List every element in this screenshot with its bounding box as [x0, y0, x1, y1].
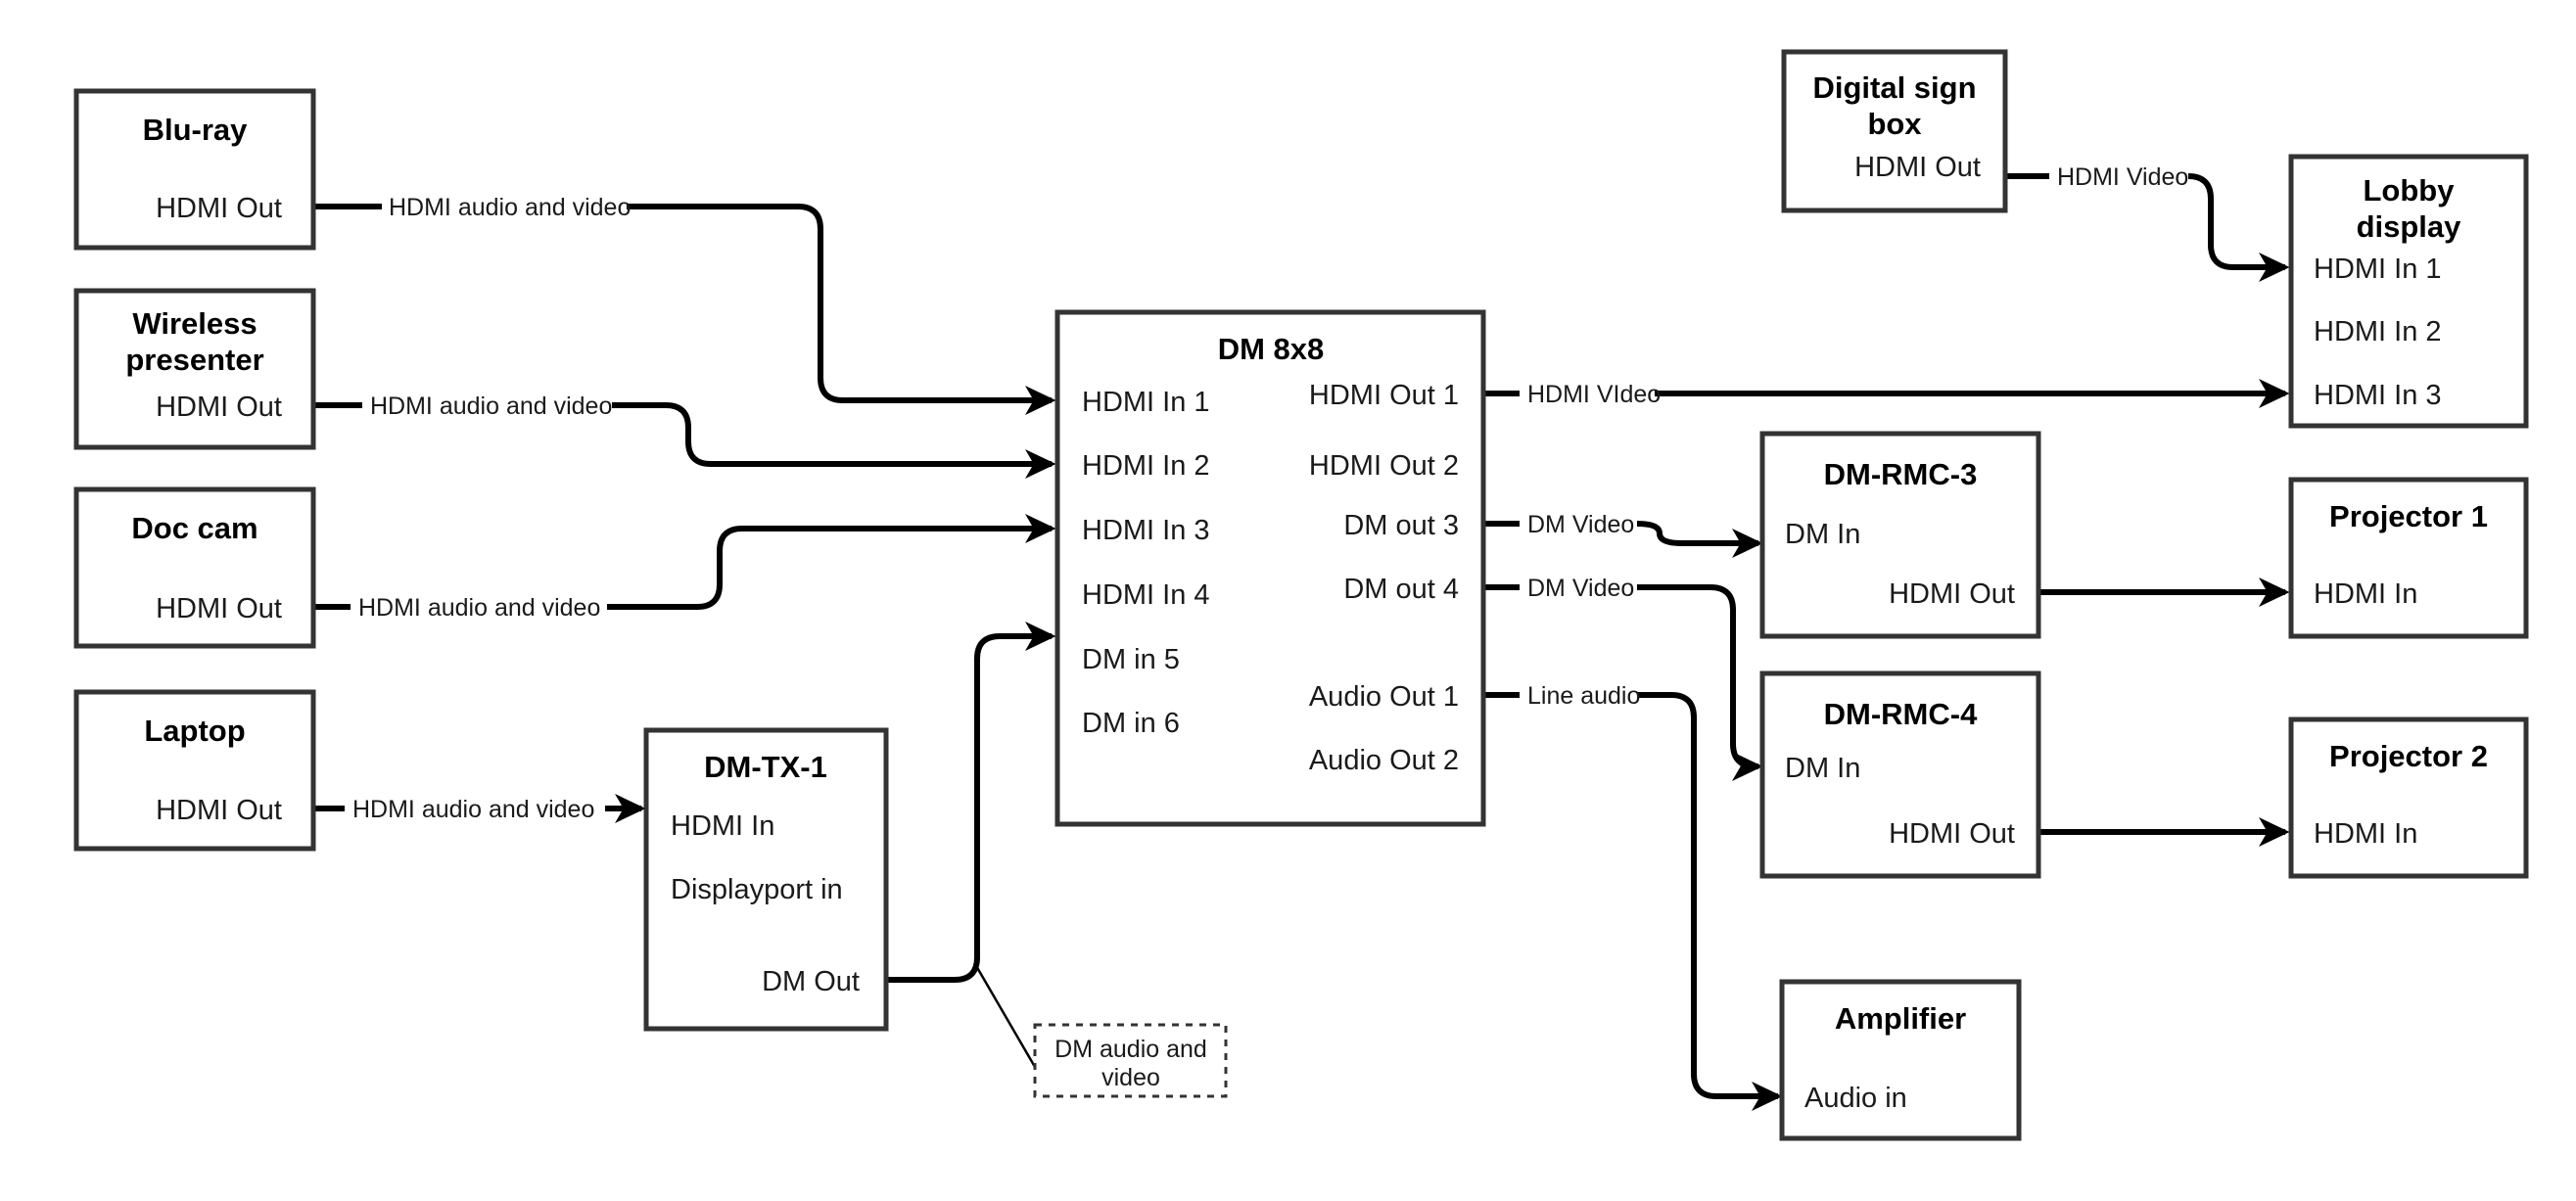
node-dm-rmc-3-title: DM-RMC-3: [1824, 457, 1978, 491]
node-dm-rmc-4-title: DM-RMC-4: [1824, 697, 1978, 731]
node-projector-1[interactable]: Projector 1 HDMI In: [2288, 477, 2529, 639]
port-digital-sign-box-hdmi-out: HDMI Out: [1854, 152, 1981, 183]
node-lobby-display-title-line2: display: [2357, 209, 2462, 244]
port-doc-cam-hdmi-out: HDMI Out: [156, 593, 282, 624]
port-dm-8x8-hdmi-out-2: HDMI Out 2: [1309, 450, 1459, 482]
node-lobby-display-box[interactable]: [2288, 154, 2529, 429]
link-bluray-to-dm8x8: [313, 204, 1052, 400]
link-sign-to-lobby: [2005, 173, 2285, 267]
node-projector-1-box[interactable]: [2288, 477, 2529, 639]
port-dm-8x8-hdmi-in-4: HDMI In 4: [1082, 579, 1210, 611]
edge-label-wireless-to-dm8x8: HDMI audio and video: [370, 393, 612, 420]
leader-dm-audio-video-callout: [973, 963, 1037, 1068]
port-dm-8x8-hdmi-out-1: HDMI Out 1: [1309, 380, 1459, 411]
edge-label-sign-to-lobby: HDMI Video: [2057, 163, 2188, 191]
node-blu-ray-title: Blu-ray: [143, 113, 249, 147]
link-dm8x8-to-amplifier: [1483, 692, 1778, 1096]
node-projector-1-title: Projector 1: [2329, 499, 2488, 533]
node-dm-tx-1-box[interactable]: [643, 727, 889, 1032]
edge-label-dm8x8-to-rmc4: DM Video: [1527, 575, 1634, 602]
edge-label-doccam-to-dm8x8: HDMI audio and video: [358, 594, 600, 622]
port-lobby-display-hdmi-in-3: HDMI In 3: [2314, 380, 2442, 411]
node-dm-tx-1-title: DM-TX-1: [704, 750, 827, 784]
node-dm-8x8-box[interactable]: [1054, 309, 1486, 827]
node-doc-cam-title: Doc cam: [131, 511, 258, 545]
node-blu-ray[interactable]: Blu-ray HDMI Out: [73, 88, 316, 251]
edge-label-laptop-to-dmtx1: HDMI audio and video: [352, 796, 594, 823]
node-dm-8x8[interactable]: DM 8x8 HDMI In 1 HDMI In 2 HDMI In 3 HDM…: [1054, 309, 1486, 827]
port-lobby-display-hdmi-in-1: HDMI In 1: [2314, 254, 2442, 285]
port-wireless-presenter-hdmi-out: HDMI Out: [156, 392, 282, 423]
port-dm-8x8-hdmi-in-3: HDMI In 3: [1082, 515, 1210, 546]
link-doccam-to-dm8x8: [313, 529, 1052, 610]
node-dm-rmc-4-box[interactable]: [1759, 670, 2041, 879]
port-dm-8x8-dm-out-4: DM out 4: [1343, 574, 1459, 605]
node-blu-ray-box[interactable]: [73, 88, 316, 251]
link-dm8x8-to-rmc3: [1483, 524, 1758, 543]
port-amplifier-audio-in: Audio in: [1804, 1083, 1907, 1114]
port-dm-8x8-hdmi-in-2: HDMI In 2: [1082, 450, 1210, 482]
port-dm-rmc-4-dm-in: DM In: [1785, 753, 1860, 784]
node-doc-cam[interactable]: Doc cam HDMI Out: [73, 486, 316, 649]
callout-dm-audio-and-video: DM audio and video: [1033, 1023, 1228, 1098]
port-dm-8x8-hdmi-in-1: HDMI In 1: [1082, 387, 1210, 418]
node-wireless-presenter[interactable]: Wireless presenter HDMI Out: [73, 288, 316, 450]
port-dm-tx-1-hdmi-in: HDMI In: [671, 810, 774, 842]
edge-label-dm8x8-to-rmc3: DM Video: [1527, 511, 1634, 538]
port-lobby-display-hdmi-in-2: HDMI In 2: [2314, 316, 2442, 347]
port-dm-tx-1-dm-out: DM Out: [762, 966, 860, 997]
node-amplifier-box[interactable]: [1779, 979, 2022, 1141]
callout-dm-audio-and-video-line2: video: [1101, 1064, 1160, 1091]
node-digital-sign-box-title-line2: box: [1867, 107, 1922, 141]
node-lobby-display[interactable]: Lobby display HDMI In 1 HDMI In 2 HDMI I…: [2288, 154, 2529, 429]
node-dm-tx-1[interactable]: DM-TX-1 HDMI In Displayport in DM Out: [643, 727, 889, 1032]
node-doc-cam-box[interactable]: [73, 486, 316, 649]
port-dm-8x8-dm-in-5: DM in 5: [1082, 644, 1180, 675]
callout-dm-audio-and-video-box: [1033, 1023, 1228, 1098]
port-dm-rmc-4-hdmi-out: HDMI Out: [1889, 818, 2015, 850]
node-laptop-title: Laptop: [144, 714, 245, 748]
port-dm-8x8-dm-out-3: DM out 3: [1343, 510, 1459, 541]
node-projector-2-box[interactable]: [2288, 716, 2529, 879]
edge-label-dm8x8-to-lobby: HDMI VIdeo: [1527, 381, 1661, 408]
node-wireless-presenter-title-line2: presenter: [125, 343, 263, 377]
node-dm-rmc-3-box[interactable]: [1759, 431, 2041, 639]
node-digital-sign-box[interactable]: Digital sign box HDMI Out: [1781, 49, 2008, 213]
callout-dm-audio-and-video-line1: DM audio and: [1054, 1036, 1207, 1063]
node-lobby-display-title-line1: Lobby: [2364, 173, 2456, 208]
link-wireless-to-dm8x8: [313, 402, 1052, 464]
port-dm-8x8-audio-out-1: Audio Out 1: [1309, 681, 1459, 713]
port-blu-ray-hdmi-out: HDMI Out: [156, 193, 282, 224]
port-projector-2-hdmi-in: HDMI In: [2314, 818, 2417, 850]
node-laptop-box[interactable]: [73, 689, 316, 852]
node-dm-rmc-4[interactable]: DM-RMC-4 DM In HDMI Out: [1759, 670, 2041, 879]
port-projector-1-hdmi-in: HDMI In: [2314, 578, 2417, 610]
link-dm8x8-to-rmc4: [1483, 584, 1758, 766]
node-amplifier-title: Amplifier: [1835, 1001, 1966, 1036]
node-amplifier[interactable]: Amplifier Audio in: [1779, 979, 2022, 1141]
node-projector-2-title: Projector 2: [2329, 739, 2488, 773]
link-dmtx1-to-dm8x8: [886, 622, 1056, 983]
edge-label-bluray-to-dm8x8: HDMI audio and video: [389, 194, 631, 221]
edge-label-dm8x8-to-amplifier: Line audio: [1527, 682, 1640, 710]
node-digital-sign-box-title-line1: Digital sign: [1812, 70, 1976, 105]
node-wireless-presenter-title-line1: Wireless: [132, 306, 257, 341]
node-dm-rmc-3[interactable]: DM-RMC-3 DM In HDMI Out: [1759, 431, 2041, 639]
node-digital-sign-box-box[interactable]: [1781, 49, 2008, 213]
node-laptop[interactable]: Laptop HDMI Out: [73, 689, 316, 852]
port-dm-8x8-dm-in-6: DM in 6: [1082, 708, 1180, 739]
port-dm-8x8-audio-out-2: Audio Out 2: [1309, 745, 1459, 776]
port-laptop-hdmi-out: HDMI Out: [156, 795, 282, 826]
node-dm-8x8-title: DM 8x8: [1218, 332, 1325, 366]
port-dm-tx-1-displayport-in: Displayport in: [671, 874, 843, 905]
node-projector-2[interactable]: Projector 2 HDMI In: [2288, 716, 2529, 879]
port-dm-rmc-3-hdmi-out: HDMI Out: [1889, 578, 2015, 610]
port-dm-rmc-3-dm-in: DM In: [1785, 519, 1860, 550]
node-wireless-presenter-box[interactable]: [73, 288, 316, 450]
